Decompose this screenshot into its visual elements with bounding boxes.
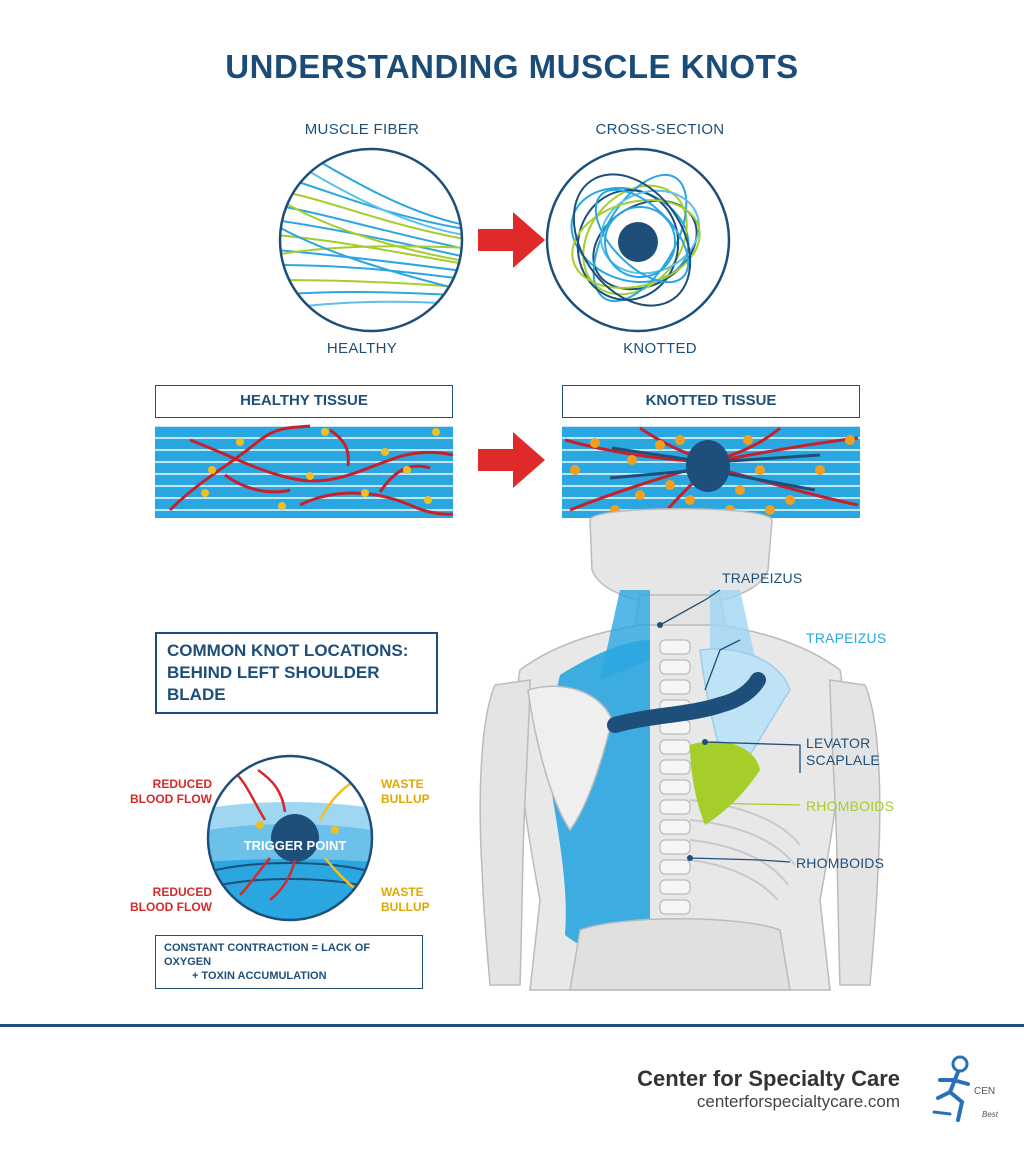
logo-subtext: Best xyxy=(982,1110,999,1119)
muscle-fiber-outline xyxy=(278,147,464,333)
back-anatomy-figure xyxy=(479,508,881,991)
brand-url[interactable]: centerforspecialtycare.com xyxy=(696,1092,900,1111)
knotted-tissue-strip xyxy=(562,426,860,520)
trigger-circle-outline xyxy=(206,754,374,922)
knotted-tissue-label: KNOTTED TISSUE xyxy=(562,385,860,418)
cross-section-label: CROSS-SECTION xyxy=(595,121,725,138)
footer-divider xyxy=(0,1024,1024,1027)
waste-buildup-bottom: WASTE BULLUP xyxy=(381,885,451,915)
reduced-blood-flow-bottom: REDUCED BLOOD FLOW xyxy=(120,885,212,915)
trigger-point-label: TRIGGER POINT xyxy=(243,838,347,853)
knot-locations-callout: COMMON KNOT LOCATIONS: BEHIND LEFT SHOUL… xyxy=(155,632,438,714)
muscle-fiber-circle xyxy=(280,149,462,331)
healthy-tissue-strip xyxy=(155,424,454,518)
label-rhomboids-2: RHOMBOIDS xyxy=(796,855,885,871)
healthy-label: HEALTHY xyxy=(326,340,398,357)
knotted-label: KNOTTED xyxy=(623,340,697,357)
waste-top-line1: WASTE xyxy=(381,777,424,791)
label-trapezius-1: TRAPEIZUS xyxy=(722,570,803,586)
logo-text: CEN xyxy=(974,1086,996,1097)
label-rhomboids-1: RHOMBOIDS xyxy=(806,798,895,814)
brand-name: Center for Specialty Care xyxy=(637,1066,900,1091)
brand-logo: CEN Best xyxy=(920,1050,1010,1130)
page-title: UNDERSTANDING MUSCLE KNOTS xyxy=(225,48,799,85)
waste-bottom-line1: WASTE xyxy=(381,885,424,899)
reduced-top-line1: REDUCED xyxy=(152,777,212,791)
arrow-right-icon xyxy=(478,212,545,268)
muscle-fiber-label: MUSCLE FIBER xyxy=(304,121,420,138)
cross-section-outline xyxy=(545,147,731,333)
label-trapezius-2: TRAPEIZUS xyxy=(806,630,887,646)
callout-line-1: COMMON KNOT LOCATIONS: xyxy=(167,641,409,660)
runner-logo-icon xyxy=(932,1055,970,1122)
levator-line2: SCAPLALE xyxy=(806,752,880,768)
note-line-1: CONSTANT CONTRACTION = LACK OF OXYGEN xyxy=(164,942,371,968)
reduced-blood-flow-top: REDUCED BLOOD FLOW xyxy=(120,777,212,807)
waste-buildup-top: WASTE BULLUP xyxy=(381,777,451,807)
healthy-tissue-label: HEALTHY TISSUE xyxy=(155,385,453,418)
cross-section-circle xyxy=(547,149,729,331)
arrow-right-icon-2 xyxy=(478,432,545,488)
reduced-top-line2: BLOOD FLOW xyxy=(130,792,212,806)
waste-bottom-line2: BULLUP xyxy=(381,900,430,914)
trigger-point-circle xyxy=(208,756,372,920)
waste-top-line2: BULLUP xyxy=(381,792,430,806)
reduced-bottom-line1: REDUCED xyxy=(152,885,212,899)
note-line-2: + TOXIN ACCUMULATION xyxy=(192,970,327,982)
levator-line1: LEVATOR xyxy=(806,735,871,751)
reduced-bottom-line2: BLOOD FLOW xyxy=(130,900,212,914)
label-levator: LEVATOR SCAPLALE xyxy=(806,735,880,769)
contraction-note: CONSTANT CONTRACTION = LACK OF OXYGEN + … xyxy=(155,935,423,989)
callout-line-2: BEHIND LEFT SHOULDER BLADE xyxy=(167,663,380,704)
